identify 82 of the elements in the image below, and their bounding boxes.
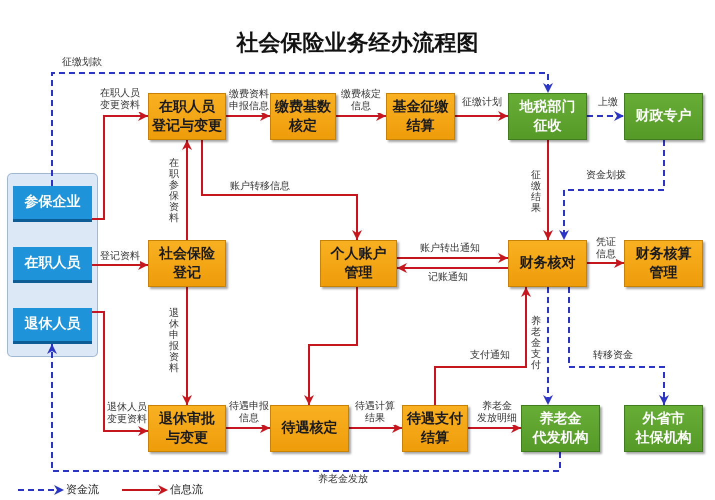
box-label: 退休审批与变更 — [159, 410, 215, 447]
party-box — [13, 186, 92, 222]
box-label: 外省市社保机构 — [636, 410, 692, 447]
edge-label: 登记资料 — [100, 251, 140, 263]
box-label: 缴费基数核定 — [275, 98, 331, 135]
edge-label: 养老金支付 — [531, 316, 541, 371]
edge-label: 征缴结果 — [531, 170, 541, 214]
legend-label: 信息流 — [170, 483, 203, 496]
diagram-title: 社会保险业务经办流程图 — [235, 31, 480, 58]
party-box — [13, 308, 92, 344]
box-label: 财务核对 — [520, 254, 576, 273]
box-label: 地税部门征收 — [520, 98, 576, 135]
arrow — [455, 111, 508, 121]
process-box — [320, 240, 397, 287]
edge-label: 账户转移信息 — [230, 181, 290, 193]
dashed-arrow — [587, 111, 624, 121]
agency-box — [508, 93, 587, 140]
edge-label: 记账通知 — [428, 272, 468, 284]
edge-label: 待遇计算结果 — [355, 401, 395, 425]
edge-label: 上缴 — [598, 97, 618, 109]
edge-label: 在职参保资料 — [169, 158, 179, 224]
edge-label: 在职人员变更资料 — [100, 88, 140, 112]
box-label: 个人账户管理 — [330, 245, 386, 282]
arrow — [92, 260, 148, 270]
arrow — [182, 140, 192, 240]
process-box — [508, 240, 587, 287]
edge-label: 退休申报资料 — [169, 308, 179, 374]
dashed-arrow — [559, 140, 665, 240]
agency-box — [624, 405, 703, 452]
box-label: 退休人员 — [24, 315, 80, 334]
box-label: 基金征缴结算 — [392, 98, 448, 135]
box-label: 待遇支付结算 — [407, 410, 463, 447]
arrow — [92, 111, 148, 220]
box-label: 在职人员 — [24, 254, 80, 273]
arrow — [468, 423, 521, 433]
box-label: 财务核算管理 — [636, 245, 692, 282]
edge-label: 账户转出通知 — [420, 243, 480, 255]
edge-label: 养老金发放 — [318, 474, 368, 486]
process-box — [386, 93, 455, 140]
arrow — [226, 111, 270, 121]
box-label: 待遇核定 — [282, 419, 338, 438]
edge-label: 资金划拨 — [586, 170, 626, 182]
dashed-arrow — [47, 344, 561, 472]
edge-label: 待遇申报信息 — [229, 401, 269, 425]
arrow — [434, 287, 531, 405]
process-box — [624, 240, 703, 287]
edge-label: 征缴划款 — [62, 57, 102, 69]
dashed-arrow — [51, 72, 553, 186]
edge-label: 缴费核定信息 — [341, 89, 381, 113]
arrow — [587, 258, 624, 268]
edge-label: 支付通知 — [470, 350, 510, 362]
edge-label: 转移资金 — [593, 350, 633, 362]
agency-box — [521, 405, 600, 452]
edge-label: 凭证信息 — [596, 237, 616, 261]
arrow — [336, 111, 386, 121]
edge-label: 退休人员变更资料 — [107, 402, 147, 426]
arrow — [397, 263, 508, 273]
legend-label: 资金流 — [66, 483, 99, 496]
arrow — [397, 253, 508, 263]
arrow — [182, 287, 192, 405]
party-box — [13, 247, 92, 283]
arrow — [201, 140, 362, 240]
process-box — [148, 240, 226, 287]
box-label: 财政专户 — [636, 107, 692, 126]
arrow — [92, 311, 148, 436]
box-label: 在职人员登记与变更 — [152, 98, 222, 135]
edge-label: 缴费资料申报信息 — [229, 89, 269, 113]
box-label: 养老金代发机构 — [532, 410, 588, 447]
arrow — [349, 423, 402, 433]
box-label: 参保企业 — [24, 193, 80, 212]
edge-label: 养老金发放明细 — [477, 401, 517, 425]
box-label: 社会保险登记 — [159, 245, 215, 282]
process-box — [270, 405, 349, 452]
agency-box — [624, 93, 703, 140]
edge-label: 征缴计划 — [462, 97, 502, 109]
arrow — [226, 423, 270, 433]
group-panel — [7, 173, 98, 357]
process-box — [148, 405, 226, 452]
arrow — [543, 140, 553, 240]
dashed-arrow — [543, 287, 553, 405]
dashed-arrow — [568, 287, 669, 405]
arrow — [304, 287, 358, 405]
